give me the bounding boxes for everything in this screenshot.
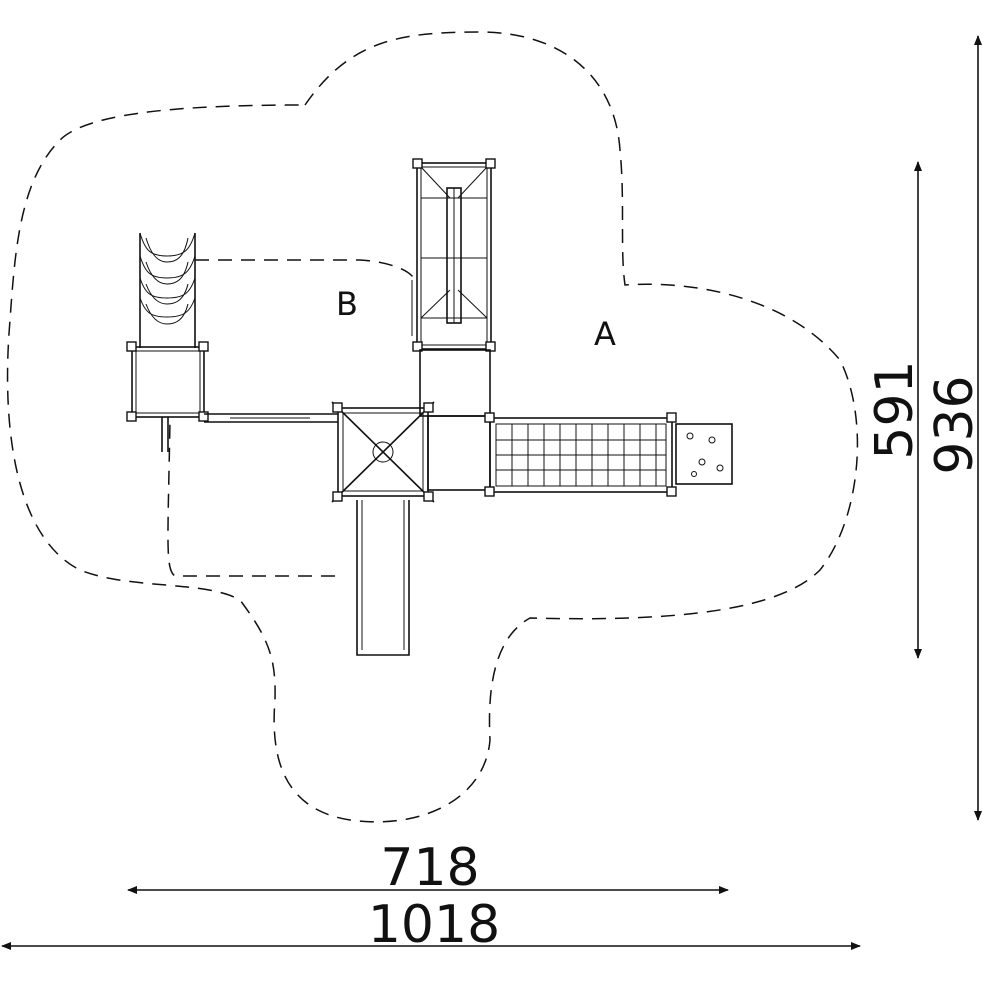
tall-tower [411,158,496,417]
climbing-wall [675,423,733,485]
safety-zone-a-outline [6,31,859,823]
inner-height-label: 591 [865,360,925,459]
wavy-slide [139,232,196,348]
safety-zone-b-outline [167,259,416,577]
central-tower [331,401,491,503]
outer-width-label: 1018 [368,895,500,955]
inner-width-label: 718 [380,838,479,898]
left-tower [126,341,209,452]
outer-height-label: 936 [925,375,985,474]
straight-slide [356,500,410,656]
zone-a-label: A [594,315,616,353]
connecting-bridge [204,413,338,423]
net-bridge [484,412,677,497]
zone-b-label: B [336,285,358,323]
